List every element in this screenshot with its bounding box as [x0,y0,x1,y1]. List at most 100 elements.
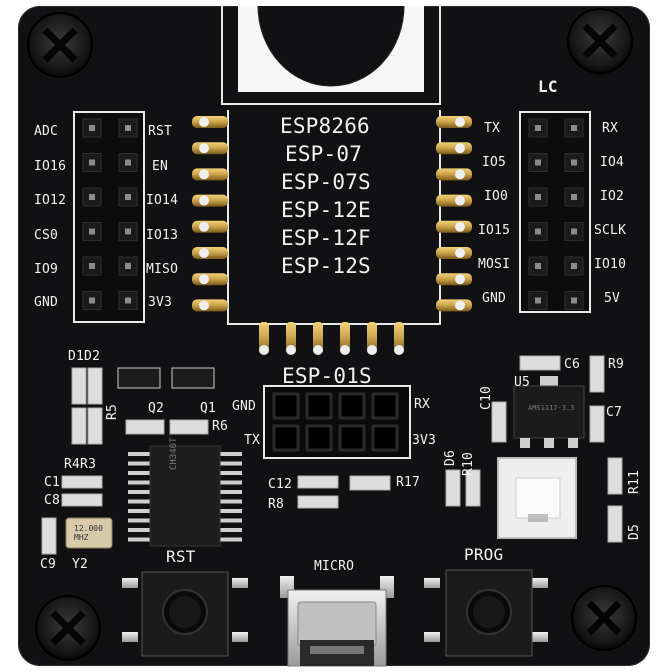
gold-pin-left [192,220,228,233]
module-label-4: ESP-12E [281,198,371,222]
right-inner-label-2: IO0 [484,189,509,204]
right-pin-header [519,111,591,313]
module-label-1: ESP8266 [280,114,370,138]
right-inner-label-0: TX [484,121,501,136]
label-r11: R11 [627,469,642,494]
ch340-chip [128,445,242,547]
label-r9: R9 [608,357,625,372]
esp01-gnd-label: GND [232,399,257,414]
right-inner-label-3: IO15 [478,223,511,238]
label-r8: R8 [268,497,285,512]
gold-pin-right [436,194,472,207]
right-outer-label-3: SCLK [594,223,627,238]
esp01-label: ESP-01S [282,364,372,388]
left-outer-label-4: IO9 [34,262,59,277]
right-inner-label-4: MOSI [478,257,511,272]
label-y2: Y2 [72,557,89,572]
label-q1: Q1 [200,401,217,416]
label-c7: C7 [606,405,623,420]
ldo-marking: AMS1117-3.3 [528,404,575,412]
label-r5: R5 [105,403,120,420]
ch340-marking: CH340T [169,437,179,470]
left-outer-label-3: CS0 [34,228,59,243]
gold-pin-left [192,142,228,155]
left-inner-label-3: IO13 [146,228,179,243]
gold-pin-right [436,299,472,312]
ch340-leg [128,452,152,456]
usb-label: MICRO [314,559,355,574]
module-socket-pins [192,116,472,355]
ch340-leg [128,528,152,532]
ch340-leg [218,537,242,542]
esp01-socket [263,385,411,459]
esp01-3v3-label: 3V3 [412,433,437,448]
module-label-5: ESP-12F [281,226,371,250]
crystal-marking: 12.000 MHZ [74,524,103,542]
label-c9: C9 [40,557,57,572]
label-c1: C1 [44,475,61,490]
right-inner-label-5: GND [482,291,507,306]
gold-pin-right [436,273,472,286]
gold-pin-left [192,194,228,207]
right-outer-label-0: RX [602,121,619,136]
esp01-socket-hole [371,392,399,420]
label-c8: C8 [44,493,61,508]
ch340-leg [218,480,242,485]
esp01-socket-hole [371,424,399,452]
ch340-leg [128,490,152,494]
ch340-leg [128,537,152,542]
left-outer-label-2: IO12 [34,193,67,208]
left-inner-label-5: 3V3 [148,295,173,310]
screw-bottom-right [571,585,637,651]
label-d5: D5 [627,523,642,540]
ch340-leg [218,518,242,523]
brand-logo: LC [538,77,558,96]
ch340-leg [218,471,242,475]
ch340-leg [128,499,152,504]
ch340-leg [218,499,242,504]
power-switch [497,457,577,539]
gold-pin-right [436,220,472,233]
label-q2: Q2 [148,401,165,416]
ch340-leg [128,461,152,466]
left-inner-label-2: IO14 [146,193,179,208]
rst-label: RST [166,547,196,566]
label-c10: C10 [479,385,494,410]
esp01-socket-hole [305,424,333,452]
esp01-socket-hole [305,392,333,420]
gold-pin-left [192,116,228,128]
label-c12: C12 [268,477,293,492]
gold-pin-left [192,299,228,312]
gold-pin-right [436,247,472,259]
esp01-socket-hole [272,392,300,420]
label-d1d2: D1D2 [68,349,101,364]
ch340-leg [218,509,242,513]
left-inner-label-1: EN [152,159,169,174]
module-label-2: ESP-07 [285,142,363,166]
label-u5: U5 [514,375,531,390]
left-inner-label-4: MISO [146,262,179,277]
screw-top-right [567,8,633,74]
micro-usb-connector [280,576,394,667]
ch340-leg [218,490,242,494]
gold-pin-left [192,168,228,181]
esp01-socket-hole [272,424,300,452]
ch340-leg [218,528,242,532]
esp01-socket-hole [338,424,366,452]
left-outer-label-0: ADC [34,124,59,139]
left-inner-label-0: RST [148,124,173,139]
gold-pin-right [436,142,472,155]
right-outer-label-4: IO10 [594,257,627,272]
rst-button-body [122,571,248,657]
right-outer-label-1: IO4 [600,155,625,170]
right-inner-label-1: IO5 [482,155,507,170]
label-r6: R6 [212,419,229,434]
module-label-3: ESP-07S [281,170,371,194]
ch340-leg [218,461,242,466]
esp01-socket-hole [338,392,366,420]
left-outer-label-1: IO16 [34,159,67,174]
gold-pin-left [192,273,228,286]
label-r4r3: R4R3 [64,457,97,472]
gold-pin-left [192,247,228,259]
